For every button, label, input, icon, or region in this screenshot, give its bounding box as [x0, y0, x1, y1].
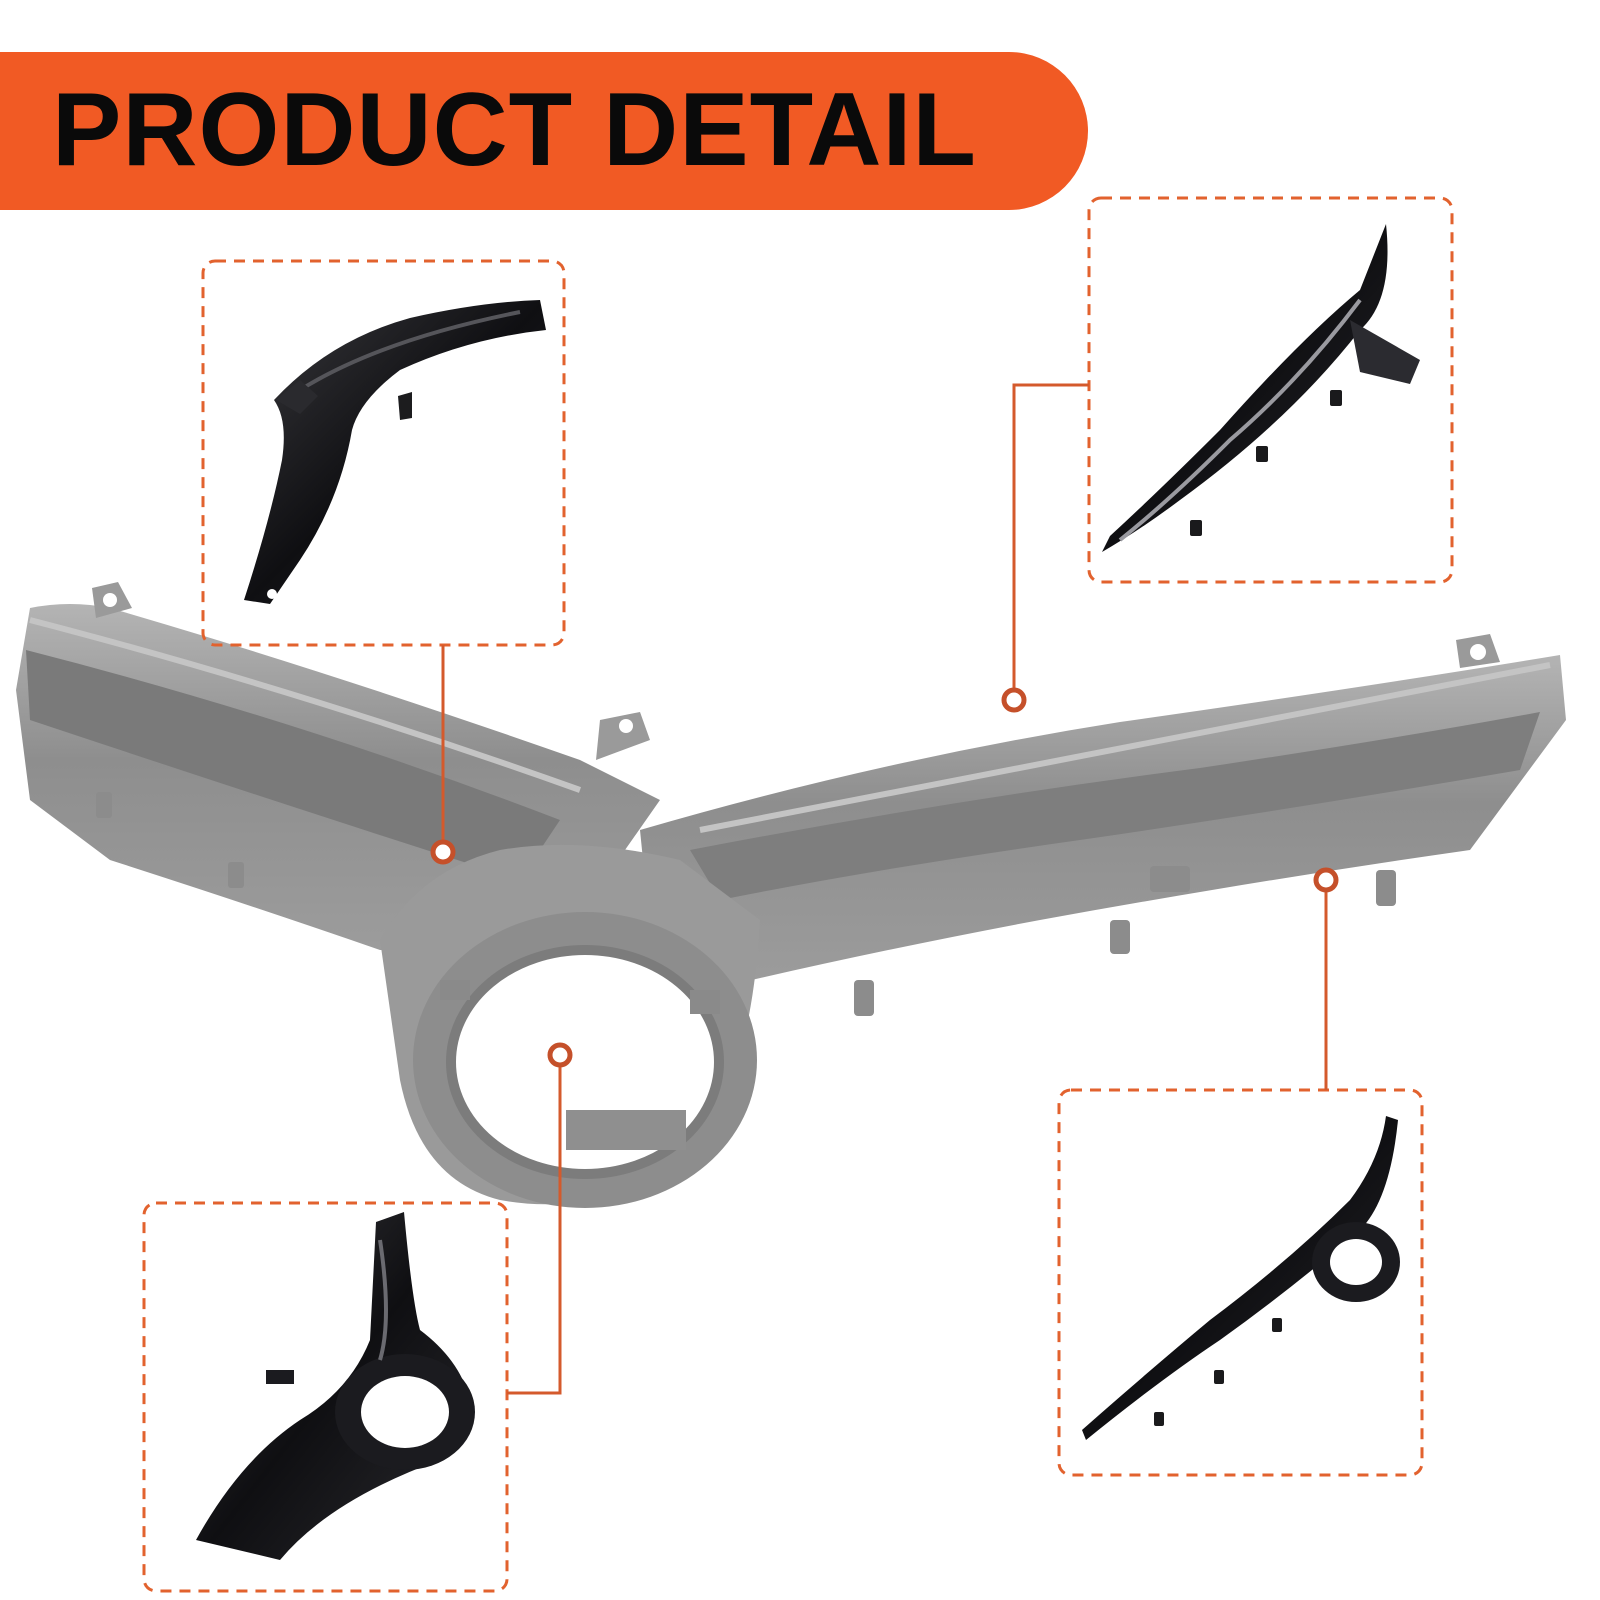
callout-marker-right-wing: [1313, 867, 1339, 893]
callout-marker-emblem-ring: [547, 1042, 573, 1068]
leader-line-top-right: [1012, 383, 1089, 700]
detail-box-top-right: [1087, 196, 1454, 584]
leader-line-bottom-left: [507, 1055, 562, 1395]
detail-box-top-left: [201, 259, 566, 647]
detail-image-grille-top-view: [1102, 224, 1420, 552]
callout-marker-top-edge: [1001, 687, 1027, 713]
page-title: PRODUCT DETAIL: [52, 72, 977, 188]
detail-box-bottom-right: [1057, 1088, 1424, 1477]
callout-marker-left-wing: [430, 839, 456, 865]
main-grille-image: [16, 582, 1566, 1208]
detail-image-end-piece: [244, 300, 546, 604]
title-banner: [0, 52, 1088, 210]
detail-box-bottom-left: [142, 1201, 509, 1593]
detail-image-emblem-ring: [196, 1212, 475, 1560]
detail-image-grille-full: [1082, 1116, 1400, 1440]
